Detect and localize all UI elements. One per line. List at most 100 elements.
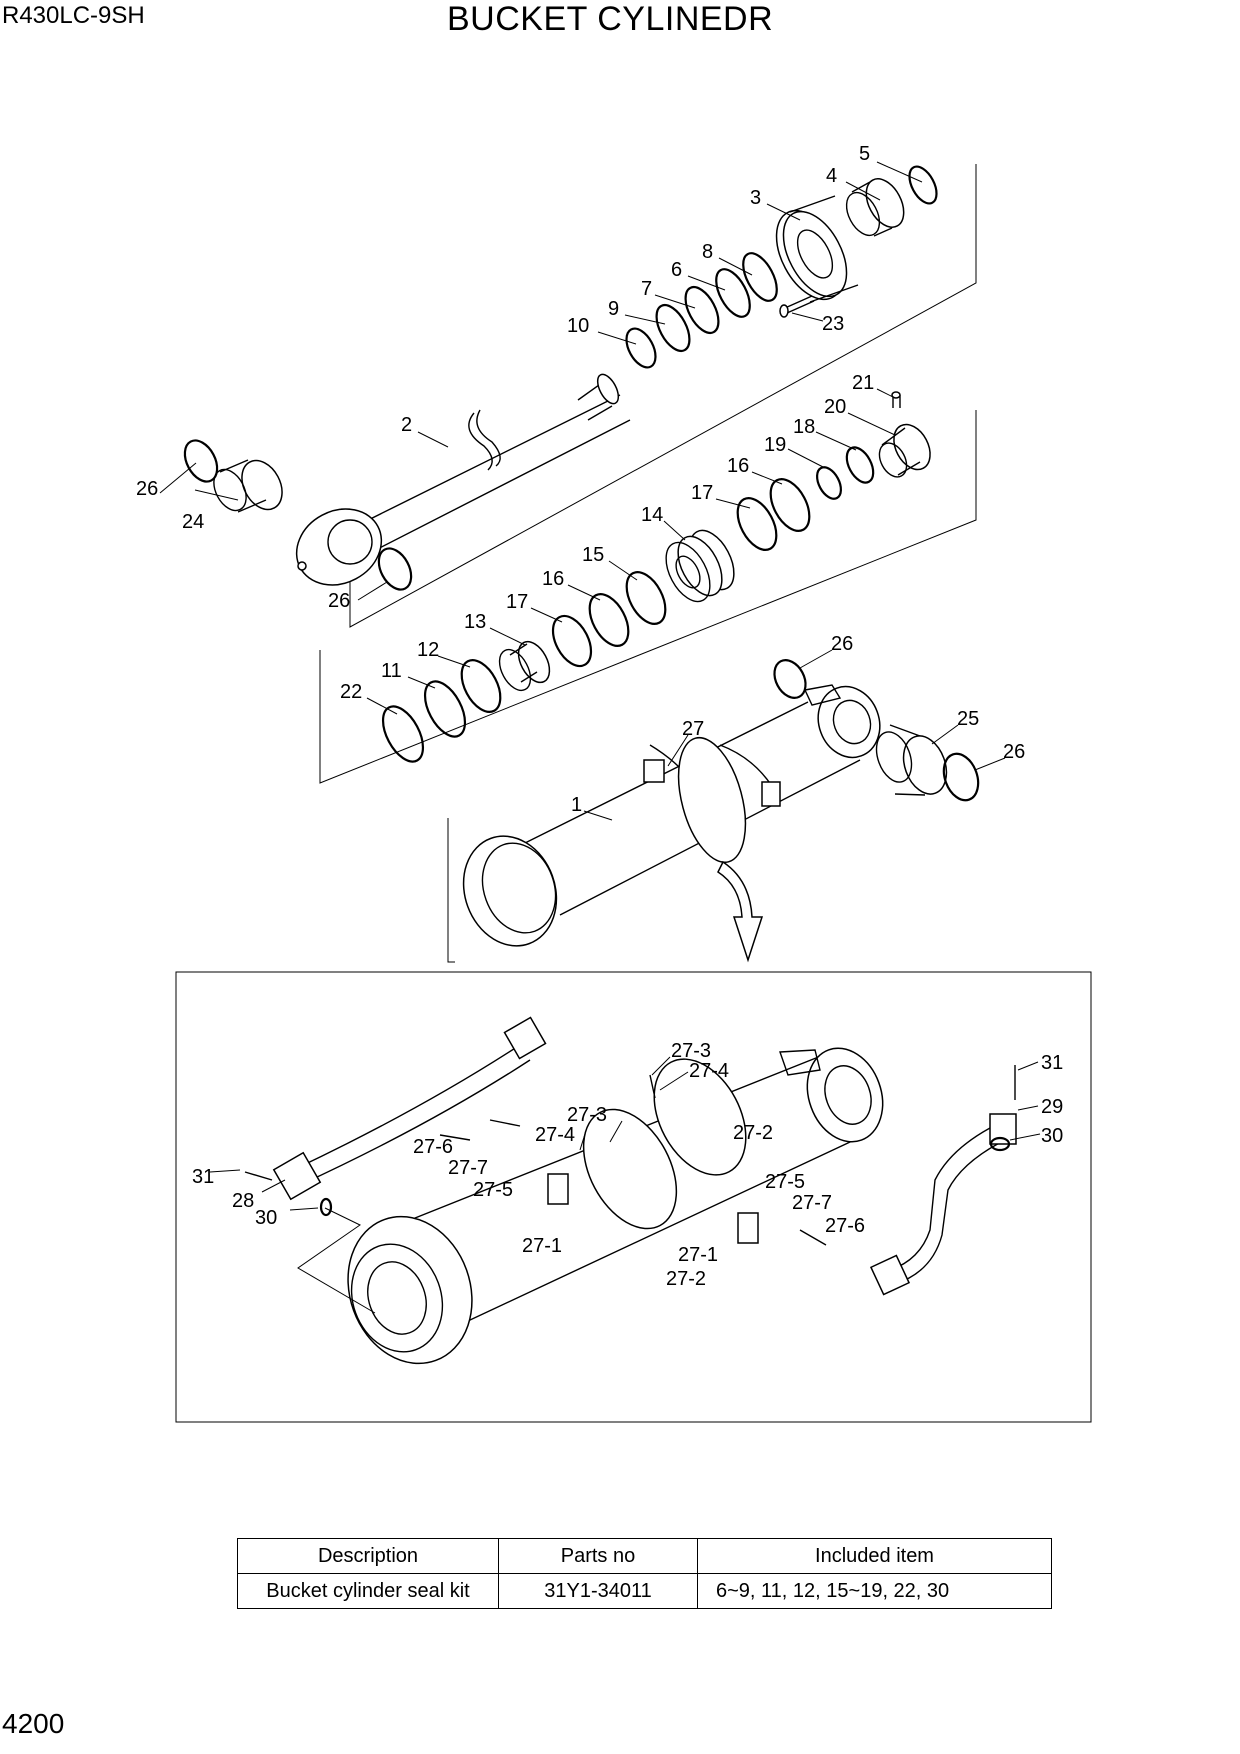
callout-22: 22 xyxy=(340,681,362,703)
callout-27-2-upper: 27-2 xyxy=(733,1122,773,1144)
callout-25: 25 xyxy=(957,708,979,730)
callout-17-left: 17 xyxy=(506,591,528,613)
backup-ring-12 xyxy=(460,659,502,713)
callout-31-left: 31 xyxy=(192,1166,214,1188)
callout-27-3-mid: 27-3 xyxy=(567,1104,607,1126)
callout-16-left: 16 xyxy=(542,568,564,590)
callout-13: 13 xyxy=(464,611,486,633)
detail-o-rings xyxy=(319,1136,1011,1217)
detail-leader xyxy=(297,1207,376,1314)
page-number: 4200 xyxy=(2,1708,65,1739)
table-row: Bucket cylinder seal kit 31Y1-34011 6~9,… xyxy=(237,1573,1052,1609)
callout-3: 3 xyxy=(750,187,761,209)
rod-2 xyxy=(295,373,631,586)
piston-seal-14 xyxy=(665,529,735,603)
callout-29: 29 xyxy=(1041,1096,1063,1118)
callout-28: 28 xyxy=(232,1190,254,1212)
callout-23: 23 xyxy=(822,313,844,335)
detail-bolts xyxy=(244,1065,1016,1246)
callout-24: 24 xyxy=(182,511,204,533)
snap-ring-5 xyxy=(908,165,938,205)
rod-group-outline xyxy=(349,164,977,628)
callout-27-4-mid: 27-4 xyxy=(535,1124,575,1146)
callout-26-top: 26 xyxy=(136,478,158,500)
callout-27-1-right: 27-1 xyxy=(678,1244,718,1266)
wear-ring-16-right xyxy=(769,478,811,532)
o-ring-18 xyxy=(845,446,875,484)
callout-10: 10 xyxy=(567,315,589,337)
seal-15 xyxy=(625,571,667,625)
seal-6 xyxy=(715,268,751,318)
tube-1 xyxy=(462,684,881,947)
callout-30-left: 30 xyxy=(255,1207,277,1229)
table-cell-description: Bucket cylinder seal kit xyxy=(237,1573,499,1609)
wear-ring-16-left xyxy=(588,593,630,647)
callout-11: 11 xyxy=(381,660,402,682)
band-27 xyxy=(643,736,781,864)
detail-pipe-right xyxy=(869,1113,1017,1296)
detail-clamp-blocks xyxy=(547,1173,759,1244)
callout-26-rod: 26 xyxy=(328,590,350,612)
table-cell-parts-no: 31Y1-34011 xyxy=(498,1573,698,1609)
tube-group-outline xyxy=(447,818,455,963)
dust-seal-26-tube-b xyxy=(942,752,980,802)
callout-19: 19 xyxy=(764,434,786,456)
slide-ring-17-right xyxy=(736,497,778,551)
callout-16-right: 16 xyxy=(727,455,749,477)
o-ring-22 xyxy=(381,705,425,763)
callout-17-right: 17 xyxy=(691,482,713,504)
table-header-row: Description Parts no Included item xyxy=(237,1538,1052,1574)
o-ring-11 xyxy=(423,680,467,738)
callout-31-right: 31 xyxy=(1041,1052,1063,1074)
model-number: R430LC-9SH xyxy=(2,2,145,29)
callout-27-7-left: 27-7 xyxy=(448,1157,488,1179)
callout-27: 27 xyxy=(682,718,704,740)
seal-kit-table: Description Parts no Included item Bucke… xyxy=(237,1538,1052,1609)
piston-group-outline xyxy=(319,410,977,784)
callout-27-5-left: 27-5 xyxy=(473,1179,513,1201)
callout-12: 12 xyxy=(417,639,439,661)
callout-9: 9 xyxy=(608,298,619,320)
detail-view-frame xyxy=(175,971,1092,1423)
column-header: Parts no xyxy=(498,1538,698,1574)
leader-lines xyxy=(159,161,1041,1211)
backup-ring-19 xyxy=(815,466,843,500)
callout-26-tube-a: 26 xyxy=(831,633,853,655)
seal-9 xyxy=(655,303,691,353)
callout-18: 18 xyxy=(793,416,815,438)
callout-27-2-lower: 27-2 xyxy=(666,1268,706,1290)
rod-cover-3 xyxy=(775,195,859,303)
callout-27-7-right: 27-7 xyxy=(792,1192,832,1214)
callout-1: 1 xyxy=(571,794,582,816)
ring-7 xyxy=(684,285,720,335)
page-title: BUCKET CYLINEDR xyxy=(447,0,774,38)
detail-pipe-left xyxy=(272,1016,547,1201)
callout-5: 5 xyxy=(859,143,870,165)
table-cell-included-items: 6~9, 11, 12, 15~19, 22, 30 xyxy=(697,1573,1052,1609)
column-header: Included item xyxy=(697,1538,1052,1574)
column-header: Description xyxy=(237,1538,499,1574)
callout-21: 21 xyxy=(852,372,874,394)
callout-14: 14 xyxy=(641,504,663,526)
callout-27-4-top: 27-4 xyxy=(689,1060,729,1082)
callout-27-1-left: 27-1 xyxy=(522,1235,562,1257)
slide-ring-17-left xyxy=(551,614,593,668)
callout-27-3-top: 27-3 xyxy=(671,1040,711,1062)
callout-7: 7 xyxy=(641,278,652,300)
bushing-13 xyxy=(498,640,551,692)
callout-4: 4 xyxy=(826,165,837,187)
callout-30-right: 30 xyxy=(1041,1125,1063,1147)
callout-8: 8 xyxy=(702,241,713,263)
dust-seal-26-tube-a xyxy=(773,659,807,699)
detail-arrow-icon xyxy=(717,860,764,963)
nut-20 xyxy=(878,423,931,478)
nut-21 xyxy=(891,391,901,408)
dust-seal-26-top xyxy=(183,439,219,483)
callout-27-6-right: 27-6 xyxy=(825,1215,865,1237)
snap-ring-10 xyxy=(625,327,657,369)
bushing-4 xyxy=(845,178,905,237)
callout-15: 15 xyxy=(582,544,604,566)
bolt-23 xyxy=(779,295,815,318)
callout-20: 20 xyxy=(824,396,846,418)
